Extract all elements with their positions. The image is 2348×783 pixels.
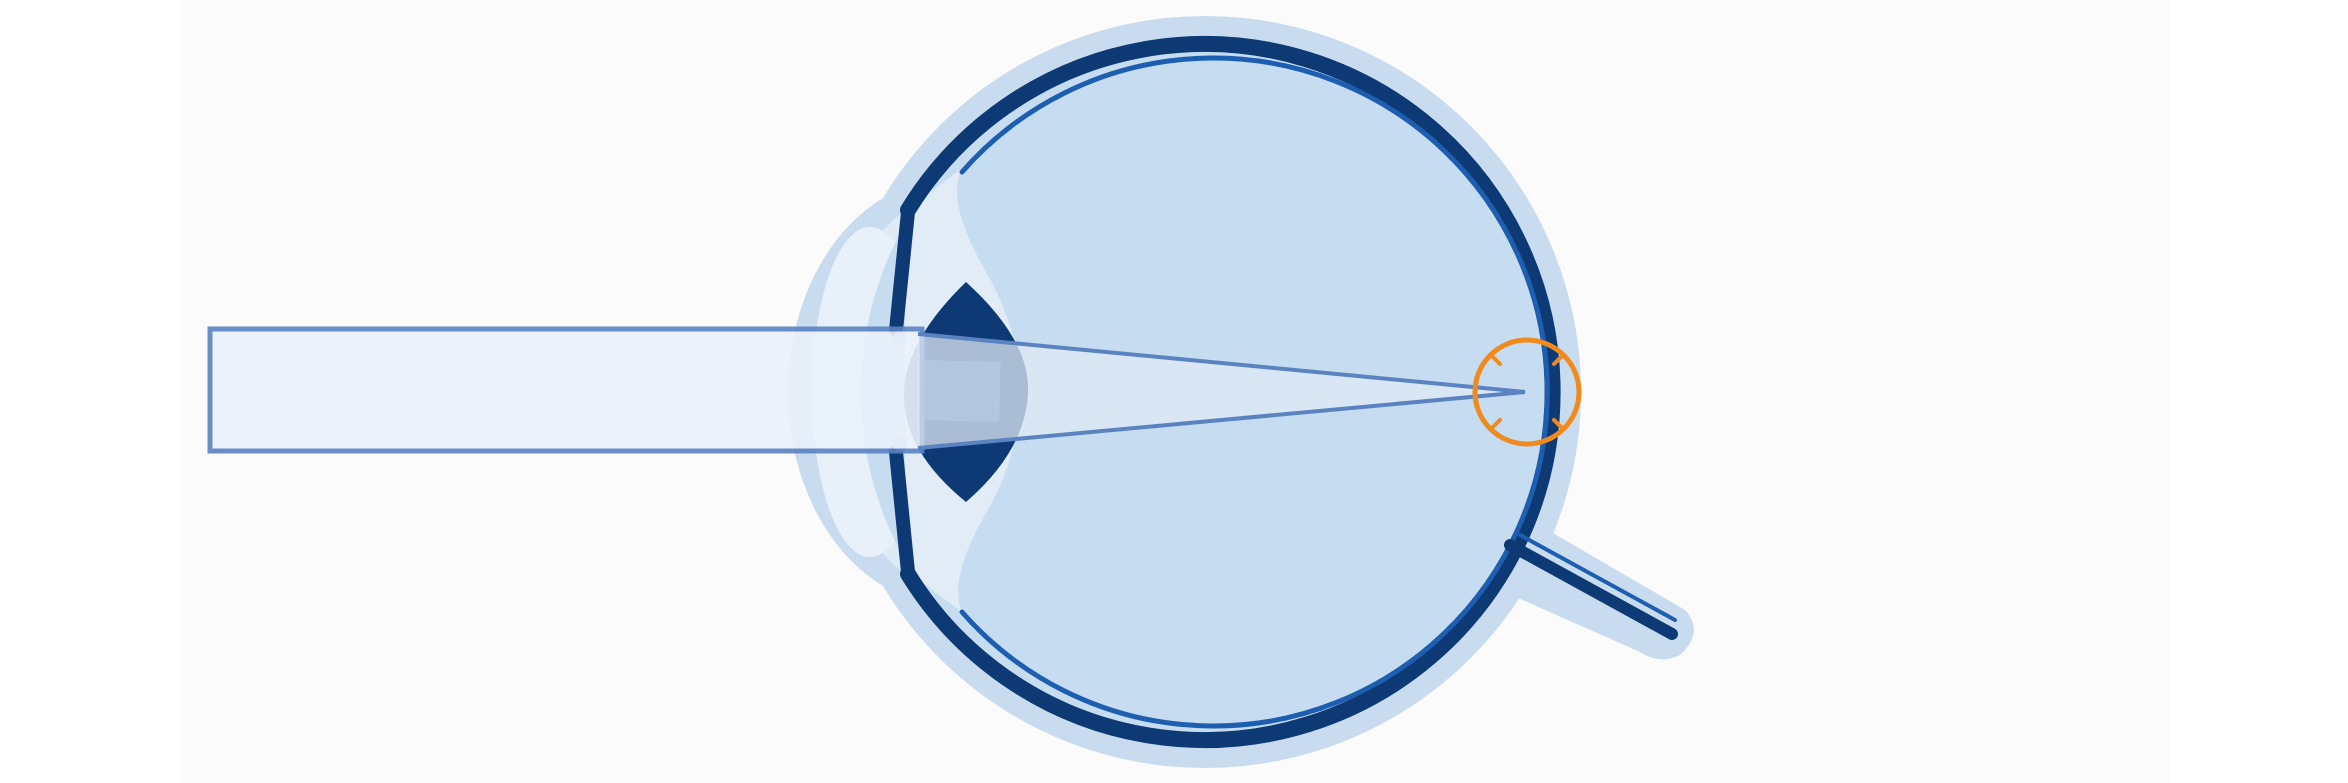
optic-nerve-stalk: [1504, 533, 1678, 640]
sclera-ring: [900, 36, 1561, 748]
parallel-light-rays: [207, 326, 1526, 454]
focus-ring: [1472, 337, 1582, 447]
